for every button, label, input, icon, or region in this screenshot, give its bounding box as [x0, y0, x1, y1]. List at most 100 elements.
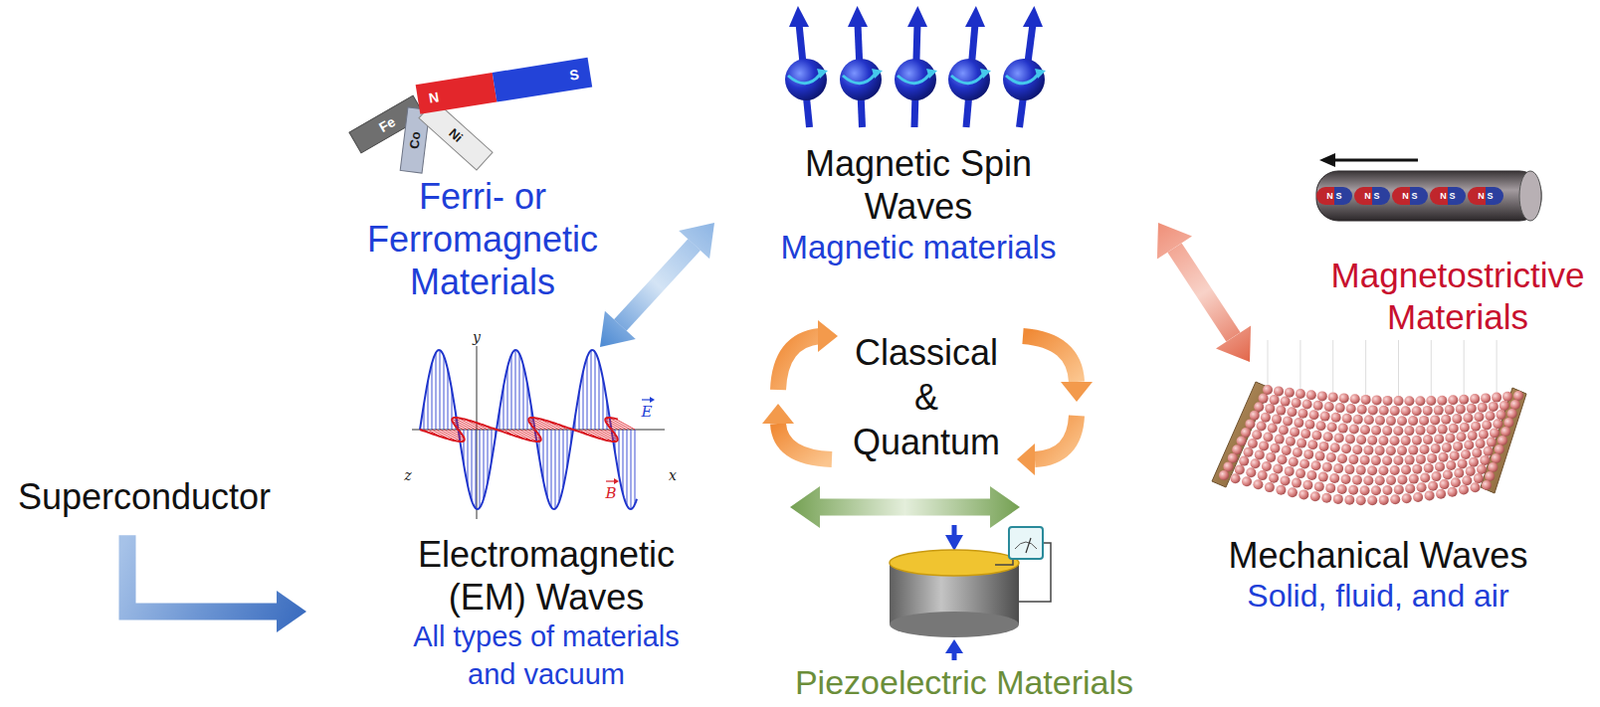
mass-particle — [1419, 473, 1430, 484]
mass-particle — [1315, 451, 1326, 462]
mass-particle — [1496, 409, 1507, 420]
mass-particle — [1222, 461, 1233, 472]
mass-particle — [1477, 402, 1488, 413]
mass-particle — [1367, 435, 1378, 446]
mass-particle — [1356, 465, 1367, 476]
node-title: Ferri- or Ferromagnetic Materials — [358, 175, 607, 305]
mass-particle — [1317, 391, 1328, 401]
mass-particle — [1329, 473, 1340, 484]
mass-particle — [1321, 493, 1332, 504]
mass-particle — [1427, 481, 1438, 492]
mass-particle — [1375, 445, 1386, 456]
pill-north — [1316, 187, 1335, 205]
mass-particle — [1302, 480, 1313, 491]
mass-particle — [1346, 403, 1357, 414]
mass-particle — [1400, 465, 1411, 476]
mass-particle — [1344, 495, 1355, 506]
connector-arrow — [790, 486, 1020, 529]
e-field-hatch — [515, 350, 517, 430]
precession-arrow-head — [871, 68, 883, 79]
mass-particle — [1227, 453, 1238, 464]
mass-particle — [1344, 464, 1355, 475]
mass-particle — [1341, 443, 1352, 454]
meter-needle — [1025, 538, 1031, 554]
mass-particle — [1484, 471, 1495, 482]
e-field-hatch — [559, 429, 561, 503]
arrow-shaft — [127, 535, 277, 612]
e-field-hatch — [471, 429, 473, 501]
precession-arrow-head — [816, 68, 828, 79]
mass-particle — [1306, 390, 1317, 400]
arrow-head — [1157, 222, 1193, 260]
mass-particle — [1342, 413, 1353, 424]
mass-particle — [1436, 396, 1447, 406]
mass-particle — [1352, 444, 1363, 455]
mass-particle — [1492, 418, 1503, 429]
b-field-hatch — [608, 417, 631, 430]
axis-line — [476, 346, 478, 520]
b-field-wave — [419, 417, 618, 442]
mass-particle — [1411, 435, 1422, 446]
precession-arrow — [1005, 74, 1038, 84]
mass-particle — [1465, 466, 1476, 477]
mass-particle — [1425, 396, 1436, 406]
mass-particle — [1476, 464, 1487, 475]
e-field-hatch — [487, 429, 489, 484]
meter-wire — [995, 559, 1013, 566]
rod-end — [1519, 171, 1542, 221]
mass-particle — [1338, 423, 1349, 434]
cycle-arrow — [1034, 415, 1077, 460]
part-label: N — [427, 89, 440, 105]
mass-particle — [1251, 429, 1262, 440]
mass-particle — [1293, 417, 1304, 428]
mass-particle — [1353, 414, 1364, 425]
mass-particle — [1311, 460, 1322, 471]
precession-arrow-head — [980, 68, 992, 79]
mass-particle — [1297, 408, 1308, 419]
mass-particle — [1444, 404, 1455, 415]
suspension-line — [1299, 340, 1301, 390]
mass-particle — [1430, 443, 1441, 454]
mass-particle — [1243, 447, 1254, 458]
mass-particle — [1306, 470, 1317, 481]
e-field-hatch — [523, 366, 525, 431]
mass-particle — [1379, 495, 1390, 506]
mass-particle — [1348, 454, 1359, 465]
e-field-hatch — [435, 353, 437, 430]
mass-particle — [1280, 475, 1291, 486]
node-title: Magnetostrictive Materials — [1327, 254, 1589, 339]
material-label: Piezoelectric Materials — [795, 664, 1135, 702]
e-field-hatch — [507, 368, 509, 431]
mass-particle — [1419, 444, 1430, 455]
axis-label: x — [668, 468, 677, 483]
mass-particle — [1390, 405, 1400, 416]
mass-particle — [1333, 494, 1344, 505]
mass-particle — [1510, 400, 1521, 410]
cycle-arrow — [778, 336, 820, 391]
spin-sphere — [948, 58, 991, 101]
mass-particle — [1288, 457, 1299, 468]
mass-particle — [1407, 445, 1418, 456]
part-label: S — [1486, 192, 1493, 201]
mass-particle — [1491, 453, 1502, 464]
mass-particle — [1487, 462, 1498, 473]
mass-particle — [1440, 414, 1451, 425]
mass-particle — [1429, 414, 1440, 425]
node-title: Piezoelectric Materials — [795, 664, 1134, 702]
mass-particle — [1441, 442, 1452, 453]
mass-particle — [1499, 400, 1510, 411]
arrow-shaft — [619, 244, 694, 326]
force-arrow-head — [945, 639, 964, 654]
e-field-hatch — [626, 429, 628, 506]
mass-particle — [1404, 455, 1415, 466]
e-field-hatch — [519, 354, 521, 430]
part-label: N — [1401, 192, 1409, 201]
mass-particle — [1273, 386, 1284, 397]
mass-particle — [1503, 417, 1514, 428]
mass-particle — [1433, 433, 1444, 444]
mass-particle — [1450, 477, 1461, 488]
mass-particle — [1269, 395, 1280, 405]
mass-particle — [1463, 440, 1474, 451]
mass-particle — [1367, 495, 1378, 506]
mass-particle — [1314, 481, 1325, 492]
